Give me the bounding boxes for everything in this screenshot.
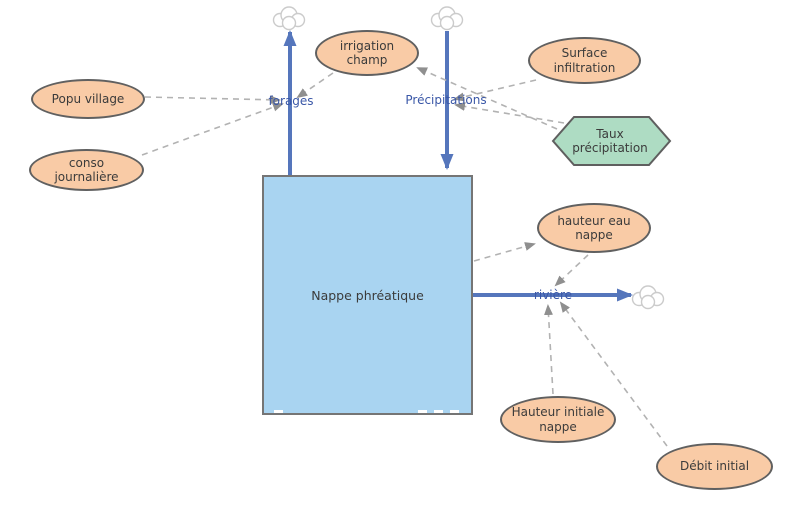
influence-taux-precipitation-to-irrigation-champ[interactable] [416, 67, 558, 130]
influence-conso-journaliere-to-forages[interactable] [141, 102, 284, 156]
influence-irrigation-champ-to-forages[interactable] [296, 72, 334, 99]
variable-irrigation-champ[interactable]: irrigation champ [315, 30, 419, 76]
variable-hauteur-initiale-nappe[interactable]: Hauteur initiale nappe [500, 396, 616, 443]
variable-label: Hauteur initiale nappe [511, 405, 605, 434]
stock-label: Nappe phréatique [311, 287, 424, 303]
influence-nappe-phreatique-to-hauteur-eau-nappe[interactable] [473, 242, 536, 262]
influence-hauteur-initiale-nappe-to-riviere[interactable] [544, 304, 554, 395]
sketch-mark [418, 410, 427, 413]
influence-surface-infiltration-to-precipitations[interactable] [453, 79, 537, 102]
variable-label: Débit initial [679, 459, 750, 474]
sketch-mark [434, 410, 443, 413]
variable-popu-village[interactable]: Popu village [31, 79, 145, 119]
sink-cloud-icon-forages[interactable] [272, 6, 306, 31]
variable-label: Popu village [51, 91, 125, 106]
influence-hauteur-eau-nappe-to-riviere[interactable] [554, 254, 589, 287]
flow-label-forages[interactable]: forages [268, 94, 314, 108]
stock-nappe-phreatique[interactable]: Nappe phréatique [262, 175, 473, 415]
influence-popu-village-to-forages[interactable] [144, 95, 281, 105]
variable-debit-initial[interactable]: Débit initial [656, 443, 773, 490]
variable-label: Surface infiltration [553, 46, 616, 75]
variable-label: hauteur eau nappe [557, 213, 631, 242]
constant-label: Taux précipitation [572, 126, 648, 155]
source-cloud-icon-precipitations[interactable] [430, 6, 464, 31]
sketch-mark [450, 410, 459, 413]
flow-label-riviere[interactable]: rivière [533, 288, 573, 302]
influence-debit-initial-to-riviere[interactable] [559, 301, 668, 447]
sink-cloud-icon-riviere[interactable] [631, 285, 665, 310]
taux-precipitation-hexagon[interactable] [551, 116, 672, 166]
variable-conso-journaliere[interactable]: conso journalière [29, 149, 144, 191]
variable-hauteur-eau-nappe[interactable]: hauteur eau nappe [537, 203, 651, 253]
variable-label: conso journalière [54, 155, 119, 184]
variable-surface-infiltration[interactable]: Surface infiltration [528, 37, 641, 84]
constant-taux-precipitation[interactable]: Taux précipitation [560, 118, 660, 164]
variable-label: irrigation champ [339, 38, 395, 67]
flow-label-precipitations[interactable]: Précipitations [405, 93, 487, 107]
sketch-mark [274, 410, 283, 413]
influence-taux-precipitation-to-precipitations[interactable] [454, 102, 565, 124]
